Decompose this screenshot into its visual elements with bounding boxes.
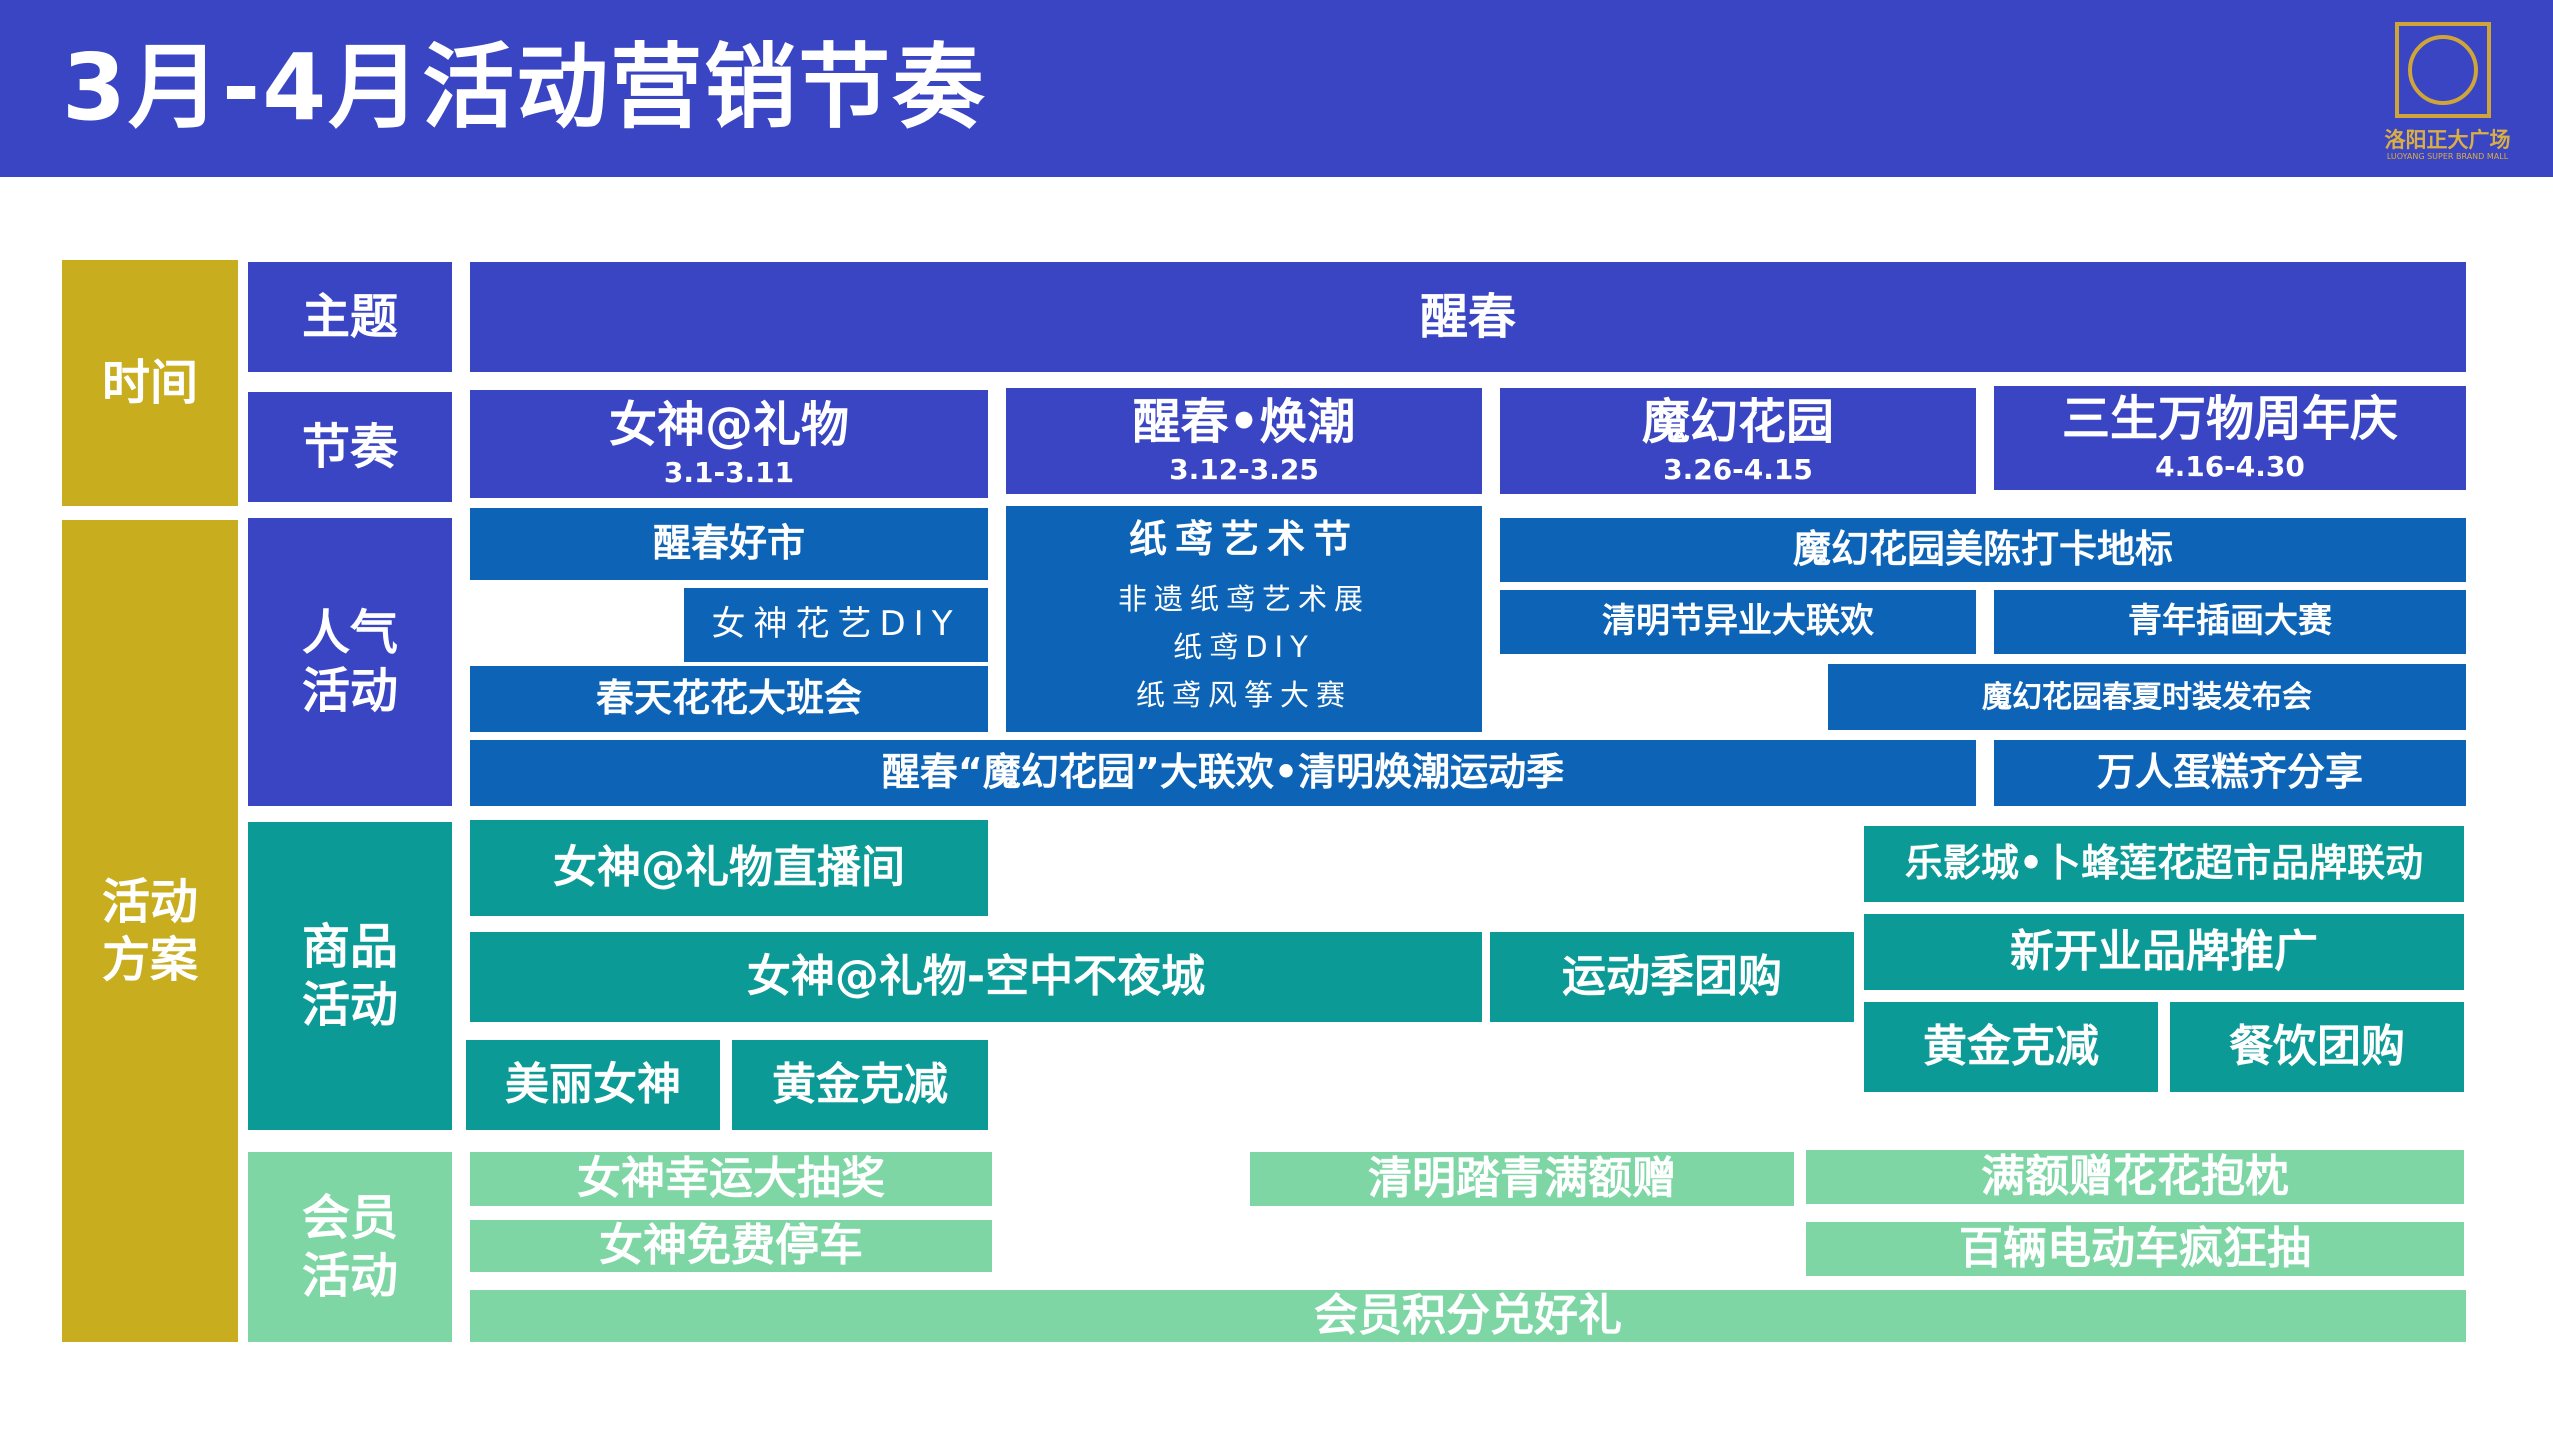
flower-class-box: 春天花花大班会 [470, 666, 988, 732]
phase-dates: 3.26-4.15 [1663, 453, 1813, 486]
qingming-event-box: 清明节异业大联欢 [1500, 590, 1976, 654]
gold-discount-box-1: 黄金克减 [732, 1040, 988, 1130]
spring-market-box: 醒春好市 [470, 508, 988, 580]
theme-label-text: 主题 [301, 289, 398, 345]
gold-discount-text-2: 黄金克减 [1923, 1020, 2099, 1072]
lottery-box: 女神幸运大抽奖 [470, 1152, 992, 1206]
phase-goddess-gift: 女神@礼物 3.1-3.11 [470, 390, 988, 498]
cinema-linkage-box: 乐影城•卜蜂莲花超市品牌联动 [1864, 826, 2464, 902]
time-label: 时间 [62, 260, 238, 506]
time-label-text: 时间 [101, 355, 198, 411]
header-bar: 3月-4月活动营销节奏 洛阳正大广场 LUOYANG SUPER BRAND M… [0, 0, 2553, 177]
live-room-box: 女神@礼物直播间 [470, 820, 988, 916]
plan-label: 活动 方案 [62, 520, 238, 1342]
ebike-draw-box: 百辆电动车疯狂抽 [1806, 1222, 2464, 1276]
cake-share-box: 万人蛋糕齐分享 [1994, 740, 2466, 806]
beautiful-goddess-text: 美丽女神 [505, 1058, 681, 1110]
lottery-text: 女神幸运大抽奖 [577, 1152, 885, 1204]
phase-dates: 4.16-4.30 [2155, 450, 2305, 483]
youth-painting-box: 青年插画大赛 [1994, 590, 2466, 654]
theme-box: 醒春 [470, 262, 2466, 372]
qingming-event-text: 清明节异业大联欢 [1602, 601, 1874, 642]
parking-box: 女神免费停车 [470, 1220, 992, 1272]
phase-name: 魔幻花园 [1641, 394, 1834, 451]
qingming-gift-box: 清明踏青满额赠 [1250, 1152, 1794, 1206]
big-event-text: 醒春“魔幻花园”大联欢•清明焕潮运动季 [881, 750, 1565, 795]
logo-subtitle: LUOYANG SUPER BRAND MALL [2386, 152, 2509, 161]
kite-festival-item: 纸鸢风筝大赛 [1135, 677, 1352, 712]
popular-activities-label: 人气 活动 [248, 518, 452, 806]
garden-landmark-box: 魔幻花园美陈打卡地标 [1500, 518, 2466, 582]
gold-discount-box-2: 黄金克减 [1864, 1002, 2158, 1092]
new-brands-text: 新开业品牌推广 [2010, 925, 2318, 977]
rhythm-label-text: 节奏 [301, 419, 398, 475]
member-activities-label-text: 会员 活动 [301, 1190, 398, 1304]
rhythm-label: 节奏 [248, 392, 452, 502]
member-activities-label: 会员 活动 [248, 1152, 452, 1342]
phase-dates: 3.1-3.11 [663, 456, 795, 489]
kite-festival-box: 纸鸢艺术节 非遗纸鸢艺术展 纸鸢DIY 纸鸢风筝大赛 [1006, 506, 1482, 732]
sports-group-box: 运动季团购 [1490, 932, 1854, 1022]
dining-group-box: 餐饮团购 [2170, 1002, 2464, 1092]
youth-painting-text: 青年插画大赛 [2128, 601, 2332, 642]
cinema-linkage-text: 乐影城•卜蜂莲花超市品牌联动 [1904, 841, 2424, 886]
kite-festival-item: 非遗纸鸢艺术展 [1117, 581, 1370, 616]
plan-label-text: 活动 方案 [101, 874, 198, 988]
garden-landmark-text: 魔幻花园美陈打卡地标 [1792, 527, 2173, 572]
new-brands-box: 新开业品牌推广 [1864, 914, 2464, 990]
spring-market-text: 醒春好市 [652, 521, 805, 566]
qingming-gift-text: 清明踏青满额赠 [1368, 1152, 1676, 1204]
night-city-text: 女神@礼物-空中不夜城 [746, 950, 1206, 1002]
ebike-draw-text: 百辆电动车疯狂抽 [1959, 1222, 2311, 1274]
flower-diy-text: 女神花艺DIY [711, 604, 961, 645]
phase-name: 三生万物周年庆 [2061, 391, 2398, 448]
beautiful-goddess-box: 美丽女神 [466, 1040, 720, 1130]
pillow-gift-text: 满额赠花花抱枕 [1981, 1150, 2289, 1202]
night-city-box: 女神@礼物-空中不夜城 [470, 932, 1482, 1022]
phase-name: 醒春•焕潮 [1132, 394, 1356, 451]
phase-anniversary: 三生万物周年庆 4.16-4.30 [1994, 386, 2466, 490]
theme-label: 主题 [248, 262, 452, 372]
logo-name: 洛阳正大广场 [2384, 128, 2511, 152]
phase-spring-trend: 醒春•焕潮 3.12-3.25 [1006, 388, 1482, 494]
sports-group-text: 运动季团购 [1562, 950, 1782, 1002]
kite-festival-title: 纸鸢艺术节 [1128, 517, 1359, 562]
flower-class-text: 春天花花大班会 [595, 676, 862, 721]
big-event-box: 醒春“魔幻花园”大联欢•清明焕潮运动季 [470, 740, 1976, 806]
flower-diy-box: 女神花艺DIY [684, 588, 988, 662]
cake-share-text: 万人蛋糕齐分享 [2096, 750, 2363, 795]
mall-logo: 洛阳正大广场 LUOYANG SUPER BRAND MALL [2360, 18, 2535, 163]
theme-text: 醒春 [1419, 288, 1516, 345]
phase-magic-garden: 魔幻花园 3.26-4.15 [1500, 388, 1976, 494]
live-room-text: 女神@礼物直播间 [553, 841, 905, 893]
gold-discount-text-1: 黄金克减 [772, 1058, 948, 1110]
product-activities-label: 商品 活动 [248, 822, 452, 1130]
phase-dates: 3.12-3.25 [1169, 453, 1319, 486]
phase-name: 女神@礼物 [608, 397, 849, 454]
parking-text: 女神免费停车 [599, 1219, 863, 1271]
pillow-gift-box: 满额赠花花抱枕 [1806, 1150, 2464, 1204]
points-gift-box: 会员积分兑好礼 [470, 1290, 2466, 1342]
page-title: 3月-4月活动营销节奏 [62, 34, 987, 141]
popular-activities-label-text: 人气 活动 [301, 605, 398, 719]
fashion-show-box: 魔幻花园春夏时装发布会 [1828, 664, 2466, 730]
gold-square-circle-emblem-icon [2395, 22, 2491, 118]
fashion-show-text: 魔幻花园春夏时装发布会 [1982, 679, 2312, 715]
product-activities-label-text: 商品 活动 [301, 919, 398, 1033]
dining-group-text: 餐饮团购 [2229, 1020, 2405, 1072]
logo-circle-icon [2408, 35, 2478, 105]
kite-festival-item: 纸鸢DIY [1173, 629, 1315, 664]
points-gift-text: 会员积分兑好礼 [1314, 1289, 1622, 1341]
